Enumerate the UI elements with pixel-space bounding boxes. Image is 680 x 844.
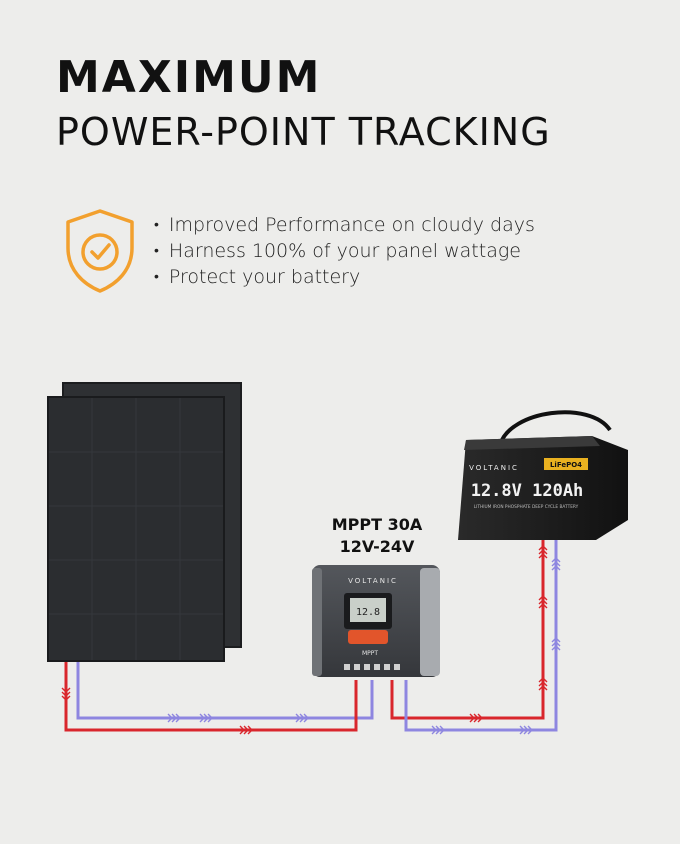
wire-panel-to-controller-negative — [76, 662, 374, 720]
battery-type-badge: LiFePO4 — [550, 461, 582, 469]
benefits-list: Improved Performance on cloudy days Harn… — [154, 212, 535, 290]
benefit-item: Improved Performance on cloudy days — [154, 212, 535, 238]
wire-controller-to-battery-negative — [404, 540, 558, 732]
controller-screen-reading: 12.8 — [356, 607, 380, 618]
heading-line1: MAXIMUM — [56, 52, 322, 103]
flow-arrows — [61, 545, 561, 735]
shield-check-icon — [66, 209, 134, 293]
controller-brand: VOLTANIC — [348, 577, 398, 585]
battery-brand: VOLTANIC — [469, 464, 519, 472]
benefit-item: Protect your battery — [154, 264, 535, 290]
heading-line2: POWER-POINT TRACKING — [56, 110, 551, 154]
controller-label: MPPT 30A 12V-24V — [322, 514, 432, 558]
battery — [458, 410, 628, 540]
battery-rating: 12.8V 120Ah — [471, 481, 584, 501]
controller-label-line1: MPPT 30A — [331, 515, 423, 534]
controller-badge: MPPT — [362, 650, 378, 657]
charge-controller — [312, 565, 440, 677]
battery-subtitle: LITHIUM IRON PHOSPHATE DEEP CYCLE BATTER… — [474, 504, 579, 510]
controller-label-line2: 12V-24V — [339, 537, 415, 556]
wire-controller-to-battery-positive — [390, 540, 545, 720]
solar-panel-front — [47, 396, 225, 662]
benefit-item: Harness 100% of your panel wattage — [154, 238, 535, 264]
